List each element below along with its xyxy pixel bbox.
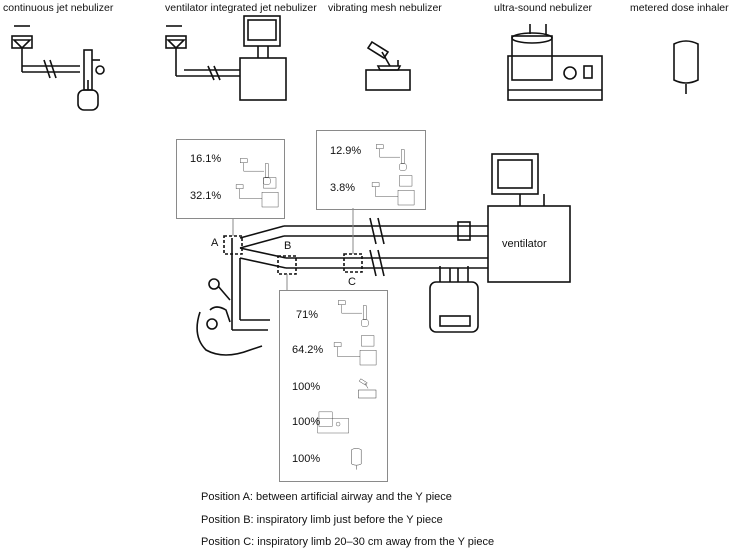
- box-b-value-jet: 71%: [296, 309, 319, 321]
- jet-nebulizer-icon: [11, 25, 105, 111]
- y-piece: [231, 225, 287, 331]
- ventilator-unit: [487, 153, 571, 283]
- result-box-c: [316, 130, 426, 210]
- device-label-mesh: vibrating mesh nebulizer: [328, 2, 442, 14]
- box-c-value-jet: 12.9%: [330, 145, 362, 157]
- position-a-label: A: [211, 237, 219, 249]
- box-c-jet-icon: [376, 144, 407, 171]
- mdi-icon: [673, 40, 699, 94]
- box-b-value-mesh: 100%: [292, 381, 321, 393]
- legend-position-c: Position C: inspiratory limb 20–30 cm aw…: [201, 536, 495, 548]
- device-label-ventilator-jet: ventilator integrated jet nebulizer: [165, 2, 317, 14]
- patient-head: [196, 278, 263, 356]
- marker-c: [343, 253, 363, 273]
- legend-position-b: Position B: inspiratory limb just before…: [201, 514, 443, 526]
- expiratory-limb: [286, 249, 488, 282]
- box-c-value-ventilator-jet: 3.8%: [330, 182, 356, 194]
- box-b-mesh-icon: [358, 378, 377, 399]
- humidifier: [429, 266, 479, 333]
- mesh-nebulizer-icon: [365, 40, 411, 91]
- legend-position-a: Position A: between artificial airway an…: [201, 491, 452, 503]
- result-box-a: [176, 139, 285, 219]
- box-c-ventilator-jet-icon: [371, 175, 415, 206]
- inspiratory-limb: [284, 217, 488, 245]
- box-b-mdi-icon: [351, 448, 362, 470]
- box-b-ultrasound-icon: [317, 411, 349, 434]
- box-a-ventilator-jet-icon: [235, 177, 279, 208]
- ultrasound-nebulizer-icon: [507, 24, 603, 101]
- box-b-value-mdi: 100%: [292, 453, 321, 465]
- device-label-mdi: metered dose inhaler: [630, 2, 729, 14]
- device-label-ultrasound: ultra-sound nebulizer: [494, 2, 593, 14]
- marker-a: [223, 235, 243, 255]
- box-b-value-ultrasound: 100%: [292, 416, 321, 428]
- box-b-ventilator-jet-icon: [333, 335, 377, 366]
- box-a-value-ventilator-jet: 32.1%: [190, 190, 222, 202]
- box-b-value-ventilator-jet: 64.2%: [292, 344, 324, 356]
- position-c-label: C: [348, 276, 356, 288]
- ventilator-jet-nebulizer-icon: [165, 15, 287, 101]
- box-a-value-jet: 16.1%: [190, 153, 222, 165]
- device-label-continuous-jet: continuous jet nebulizer: [3, 2, 114, 14]
- result-box-b: [279, 290, 388, 482]
- position-b-label: B: [284, 240, 292, 252]
- ventilator-label: ventilator: [502, 238, 547, 250]
- box-b-jet-icon: [338, 300, 369, 327]
